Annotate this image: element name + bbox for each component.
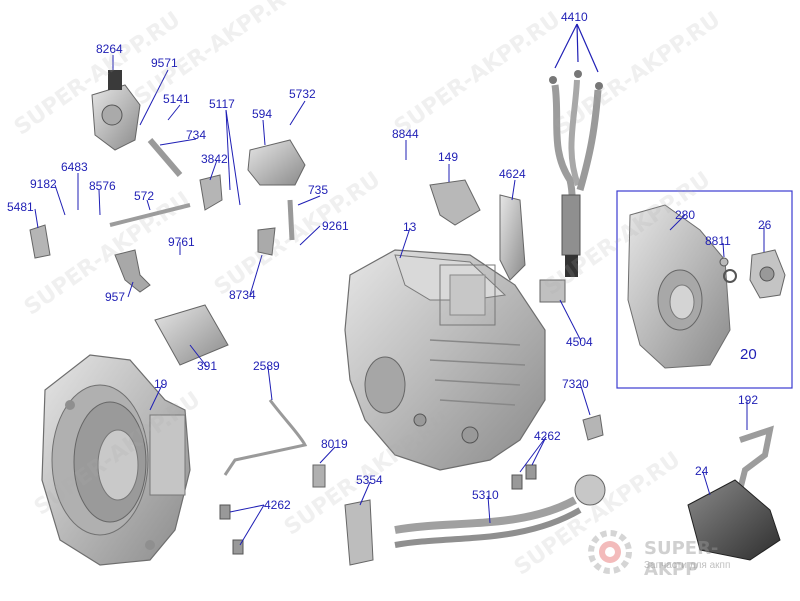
callout-9761[interactable]: 9761 bbox=[168, 235, 195, 249]
brand-name: SUPER-AKPP bbox=[644, 538, 719, 580]
callout-5141[interactable]: 5141 bbox=[163, 92, 190, 106]
callout-13[interactable]: 13 bbox=[403, 220, 417, 234]
callout-26[interactable]: 26 bbox=[758, 218, 772, 232]
connector-4504[interactable] bbox=[539, 279, 566, 303]
callout-8734[interactable]: 8734 bbox=[229, 288, 256, 302]
leader-lines bbox=[34, 55, 765, 546]
tube-2589[interactable] bbox=[223, 399, 308, 476]
callout-572[interactable]: 572 bbox=[134, 189, 155, 203]
connector-7320[interactable] bbox=[582, 414, 604, 441]
callout-957[interactable]: 957 bbox=[105, 290, 126, 304]
callout-19[interactable]: 19 bbox=[154, 377, 168, 391]
solenoid-8264[interactable] bbox=[91, 70, 141, 151]
inset-frame-20 bbox=[616, 190, 793, 389]
cooler-line-192[interactable] bbox=[737, 425, 774, 491]
plate-149[interactable] bbox=[429, 179, 481, 226]
lever-8734[interactable] bbox=[257, 227, 276, 256]
brand-tagline: Запчасти для акпп bbox=[644, 560, 731, 571]
callout-7320[interactable]: 7320 bbox=[562, 377, 589, 391]
callout-4262-left[interactable]: 4262 bbox=[264, 498, 291, 512]
callout-4504[interactable]: 4504 bbox=[566, 335, 593, 349]
callout-9571[interactable]: 9571 bbox=[151, 56, 178, 70]
callout-5117[interactable]: 5117 bbox=[209, 97, 235, 111]
part-26-cover[interactable] bbox=[749, 249, 786, 299]
plugs-4262a[interactable] bbox=[219, 504, 244, 555]
callout-20[interactable]: 20 bbox=[740, 346, 757, 363]
callout-280[interactable]: 280 bbox=[675, 208, 696, 222]
transmission-case-13[interactable] bbox=[344, 249, 546, 471]
callout-735[interactable]: 735 bbox=[308, 183, 329, 197]
plate-594[interactable] bbox=[247, 139, 306, 186]
callout-4410[interactable]: 4410 bbox=[561, 10, 588, 24]
callout-5354[interactable]: 5354 bbox=[356, 473, 383, 487]
brand-gear-icon bbox=[588, 530, 632, 574]
callout-5481[interactable]: 5481 bbox=[7, 200, 34, 214]
callout-2589[interactable]: 2589 bbox=[253, 359, 280, 373]
shaft-734[interactable] bbox=[147, 138, 183, 177]
callout-9261[interactable]: 9261 bbox=[322, 219, 349, 233]
brand-logo: SUPER-AKPP Запчасти для акпп bbox=[578, 528, 768, 580]
callout-line-4410 bbox=[554, 23, 599, 73]
callout-391[interactable]: 391 bbox=[197, 359, 218, 373]
callout-8576[interactable]: 8576 bbox=[89, 179, 116, 193]
converter-housing-19[interactable] bbox=[41, 354, 191, 566]
callout-24[interactable]: 24 bbox=[695, 464, 709, 478]
sensor-8019[interactable] bbox=[312, 464, 326, 488]
lever-3842[interactable] bbox=[199, 174, 223, 211]
sensor-5481[interactable] bbox=[29, 224, 51, 259]
callout-8811[interactable]: 8811 bbox=[705, 234, 731, 248]
callout-9182[interactable]: 9182 bbox=[30, 177, 57, 191]
callout-594[interactable]: 594 bbox=[252, 107, 273, 121]
inset-housing-280[interactable] bbox=[627, 204, 731, 369]
filter-391[interactable] bbox=[154, 304, 229, 366]
rod-572[interactable] bbox=[109, 203, 191, 227]
callout-5732[interactable]: 5732 bbox=[289, 87, 316, 101]
wiring-harness-4410[interactable] bbox=[549, 70, 603, 277]
harness-5310[interactable] bbox=[394, 474, 606, 548]
callout-4262-right[interactable]: 4262 bbox=[534, 429, 561, 443]
actuator-735[interactable] bbox=[287, 199, 295, 241]
callout-8019[interactable]: 8019 bbox=[321, 437, 348, 451]
plugs-4262b[interactable] bbox=[511, 464, 537, 490]
part-8811-ring[interactable] bbox=[719, 257, 737, 283]
bracket-4624[interactable] bbox=[499, 194, 526, 281]
callout-3842[interactable]: 3842 bbox=[201, 152, 228, 166]
callout-8844[interactable]: 8844 bbox=[392, 127, 419, 141]
lever-957[interactable] bbox=[114, 249, 151, 293]
oil-pan-24[interactable] bbox=[687, 479, 781, 561]
callout-734[interactable]: 734 bbox=[186, 128, 207, 142]
bracket-5354[interactable] bbox=[344, 499, 374, 566]
callout-192[interactable]: 192 bbox=[738, 393, 759, 407]
callout-149[interactable]: 149 bbox=[438, 150, 459, 164]
callout-6483[interactable]: 6483 bbox=[61, 160, 88, 174]
callout-4624[interactable]: 4624 bbox=[499, 167, 526, 181]
callout-5310[interactable]: 5310 bbox=[472, 488, 499, 502]
callout-8264[interactable]: 8264 bbox=[96, 42, 123, 56]
